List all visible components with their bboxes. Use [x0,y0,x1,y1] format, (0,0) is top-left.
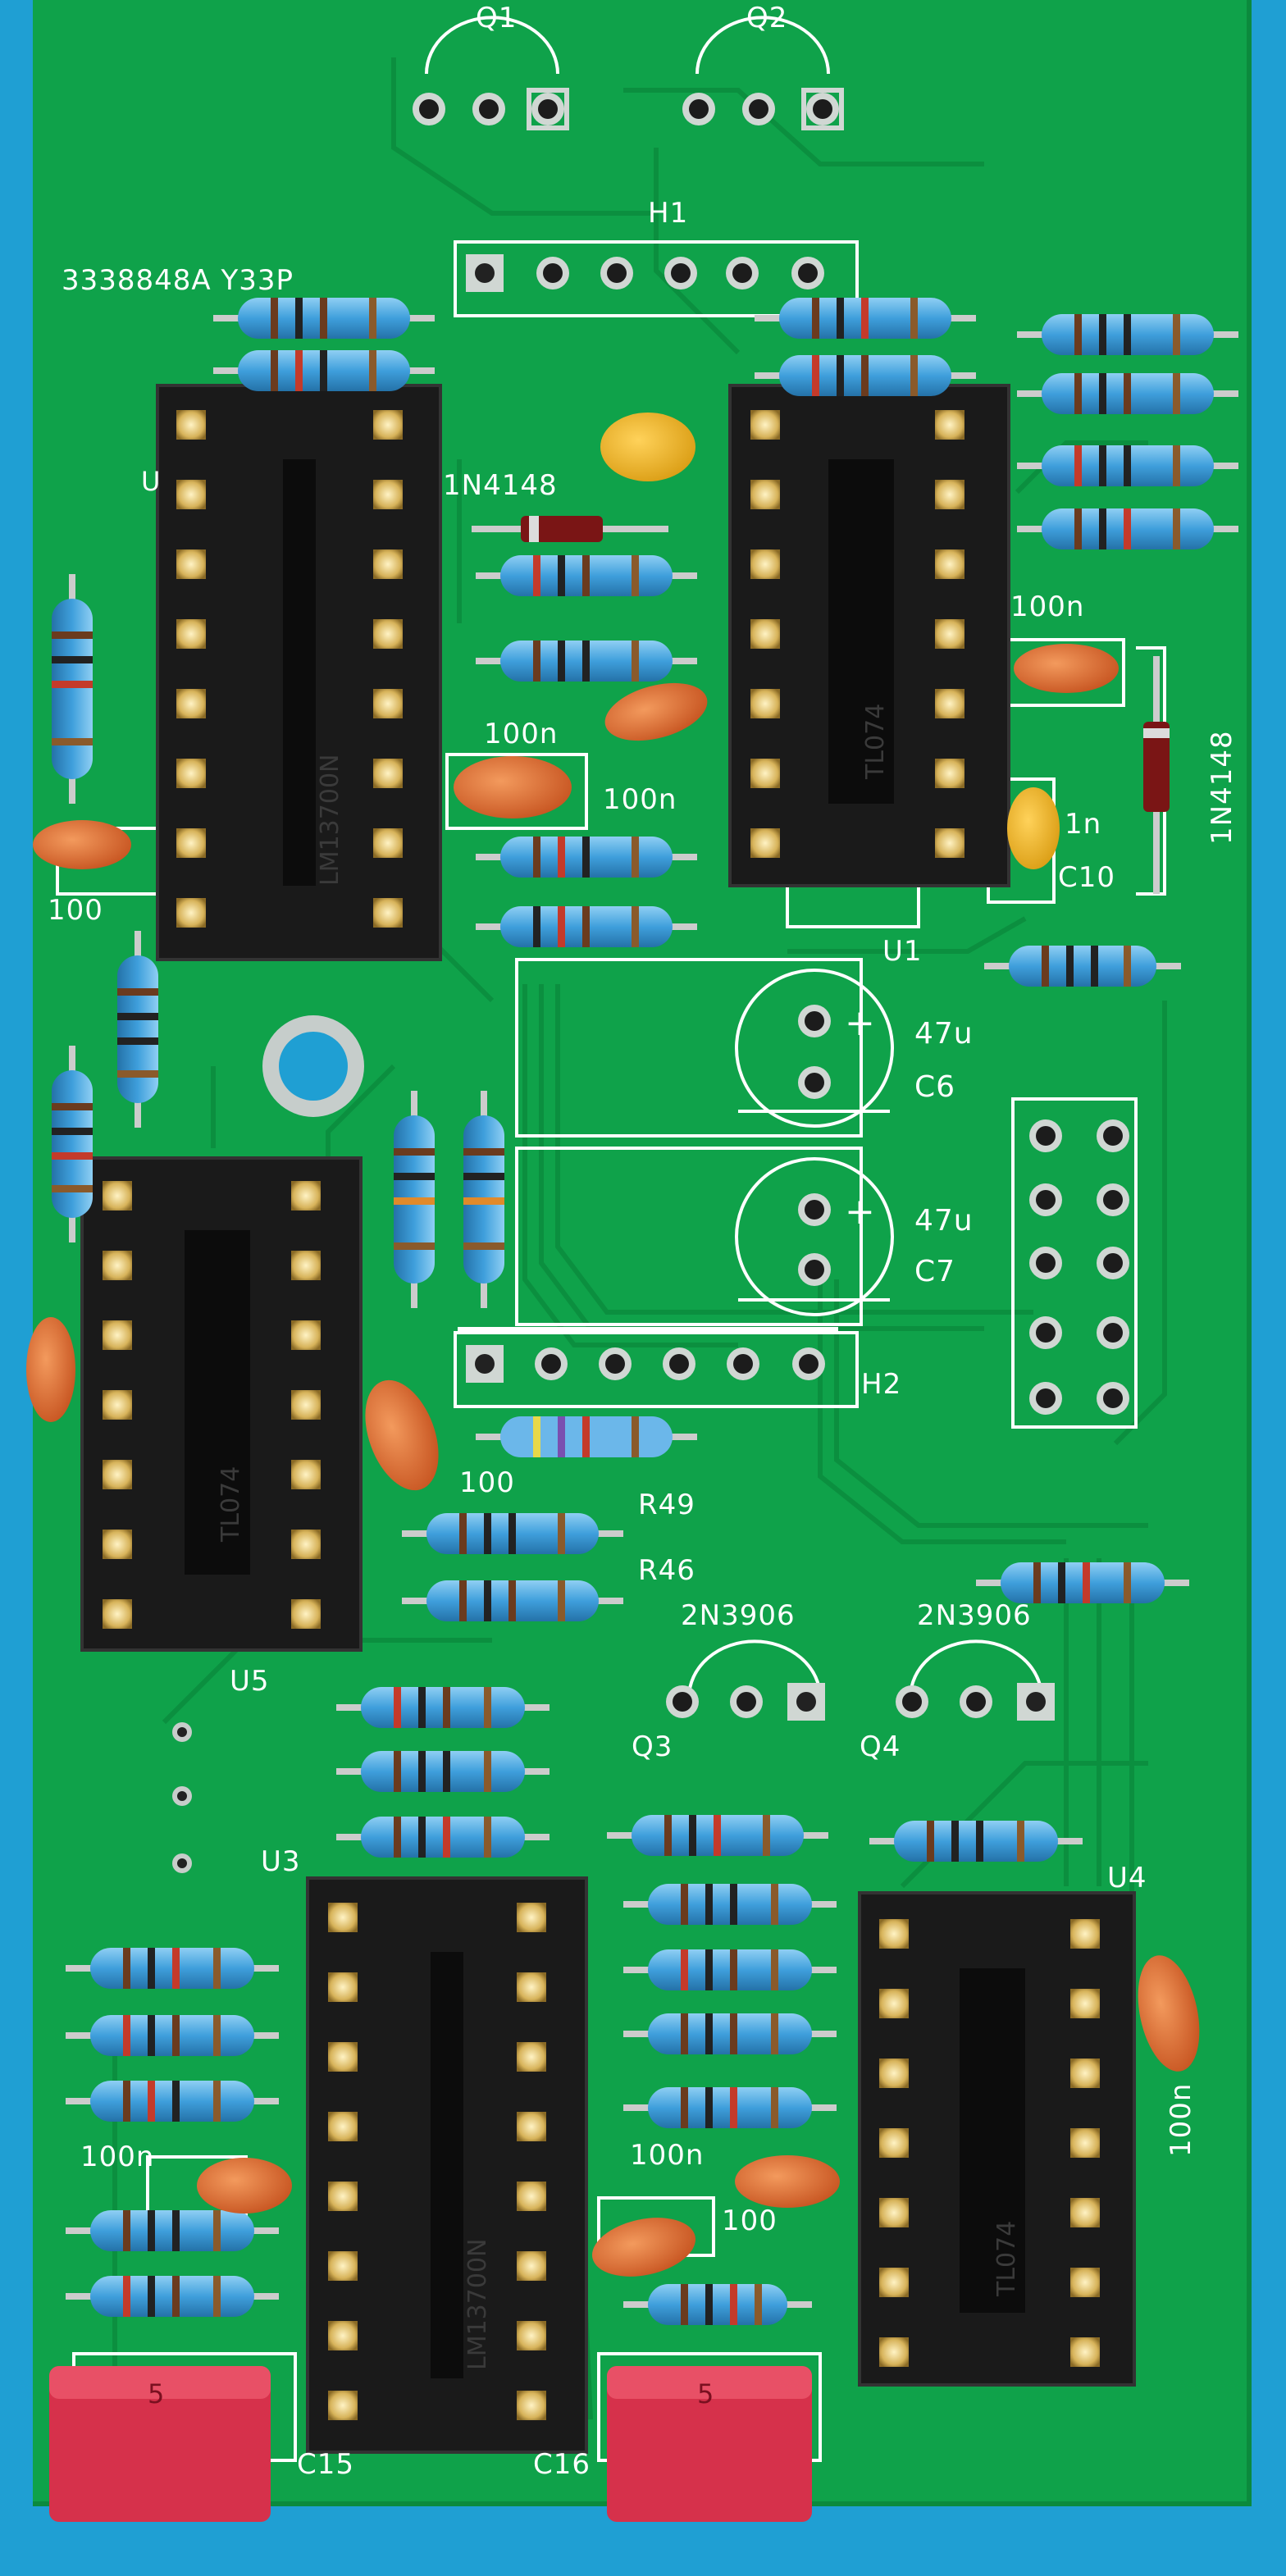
label-c6: C6 [914,1070,956,1104]
chip-label-lm13700-u3: LM13700N [463,2238,492,2370]
label-r49: R49 [638,1489,695,1521]
label-u1: U1 [882,935,923,968]
label-q3: Q3 [632,1730,673,1763]
label-100n-c: 100 [459,1466,515,1499]
label-plus-c7: + [845,1191,876,1233]
label-h1: H1 [648,197,689,230]
diodes [472,516,1170,894]
label-1n4148-right: 1N4148 [1206,730,1238,845]
ceramic-capacitors [26,413,1200,2277]
ic-socket-tl074-u4 [858,1891,1136,2387]
chip-label-lm13700-top: LM13700N [316,754,344,886]
c6-pads [798,1005,831,1099]
resistors-horizontal [66,298,1238,2325]
chip-label-tl074-u1: TL074 [861,703,890,779]
label-plus-c6: + [845,1002,876,1044]
c7-pads [798,1193,831,1286]
label-u5: U5 [230,1665,270,1698]
label-1n4148-top: 1N4148 [443,469,558,502]
label-100n-a: 100n [484,718,559,750]
label-c7: C7 [914,1255,956,1288]
label-q4: Q4 [860,1730,901,1763]
chip-label-tl074-u5: TL074 [217,1466,245,1542]
ic-socket-tl074-u1 [728,384,1010,887]
label-100n-e: 100n [630,2139,705,2172]
q1-pads [413,88,569,130]
label-100n-g: 100n [1165,2082,1197,2157]
film-cap-marking-a: 5 [148,2378,166,2410]
label-u4: U4 [1107,1862,1147,1894]
silkscreen-outlines [56,16,1166,2462]
label-c10: C10 [1058,861,1116,894]
label-100n-right: 100n [1010,590,1085,623]
ic-socket-lm13700-top [156,384,442,961]
pad-grid [1029,1119,1129,1415]
label-100n-b: 100n [603,783,677,816]
label-c16: C16 [533,2448,591,2481]
label-1n: 1n [1065,808,1102,841]
chip-label-tl074-u4: TL074 [992,2220,1021,2296]
label-q3-part: 2N3906 [681,1599,796,1632]
ic-socket-lm13700-u3 [306,1876,588,2454]
label-q2: Q2 [746,2,788,34]
label-r46: R46 [638,1554,695,1587]
q3-pads [666,1683,825,1721]
q4-pads [896,1683,1055,1721]
q2-pads [682,88,844,130]
ic-socket-tl074-u5 [80,1156,363,1652]
board-code: 3338848A Y33P [62,264,294,297]
header-h2-pads [466,1345,825,1383]
label-47u-c6: 47u [914,1017,974,1051]
label-u3: U3 [261,1845,301,1878]
label-100n-d: 100n [80,2141,155,2173]
label-q4-part: 2N3906 [917,1599,1032,1632]
label-47u-c7: 47u [914,1204,974,1238]
mounting-hole [262,1015,364,1117]
label-100-f: 100 [722,2204,778,2237]
header-h1-pads [466,254,824,292]
empty-pads-left [172,1722,192,1873]
label-h2: H2 [861,1368,902,1401]
label-c15: C15 [297,2448,355,2481]
label-u-top-left: U [141,466,162,497]
resistors-vertical [52,574,504,1308]
film-cap-marking-b: 5 [697,2378,715,2410]
label-100-left: 100 [48,894,103,927]
film-capacitors [49,2366,812,2522]
label-q1: Q1 [476,2,518,34]
